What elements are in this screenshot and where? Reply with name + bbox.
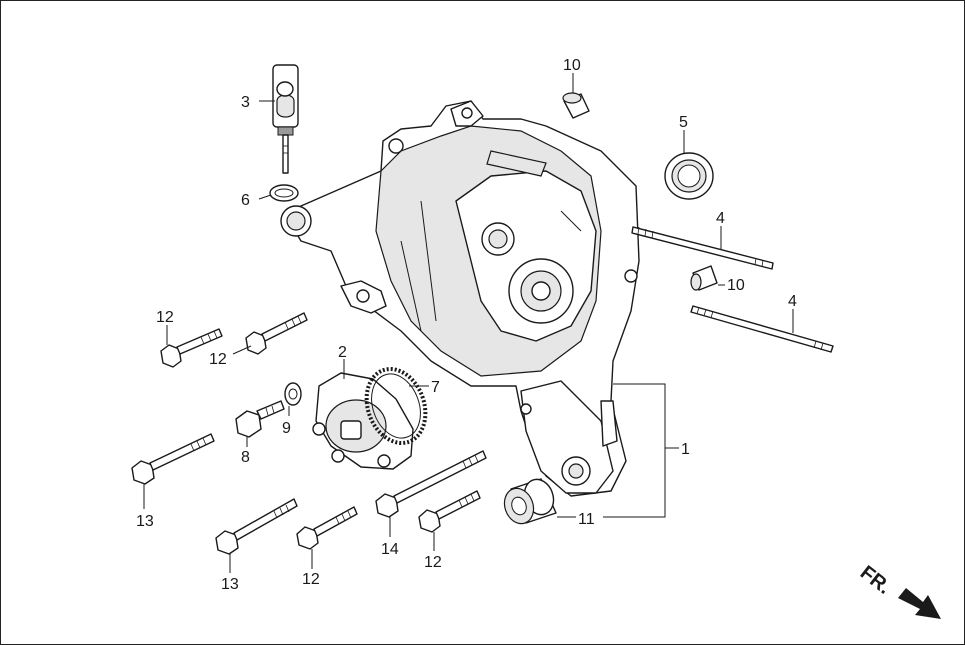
label-12-top-left: 12 (156, 309, 174, 326)
label-5: 5 (679, 114, 688, 131)
oil-seal (664, 152, 714, 200)
flange-bolt-12-bottom-right (418, 490, 481, 533)
dowel-pin-upper (562, 92, 590, 119)
label-4-lower: 4 (788, 293, 797, 310)
o-ring-part (269, 184, 299, 202)
cover-gasket (364, 367, 428, 445)
label-9: 9 (282, 420, 291, 437)
front-label: FR. (856, 562, 895, 599)
label-12-mid: 12 (209, 351, 227, 368)
label-10-lower: 10 (727, 277, 745, 294)
label-6: 6 (241, 192, 250, 209)
label-10-upper: 10 (563, 57, 581, 74)
ball-bearing (503, 478, 557, 525)
label-2: 2 (338, 344, 347, 361)
label-3: 3 (241, 94, 250, 111)
drain-bolt (235, 400, 285, 438)
stud-bolt-upper (631, 226, 774, 270)
label-13-bottom: 13 (221, 576, 239, 593)
front-direction-indicator: FR. (856, 562, 941, 619)
water-pump-cover (312, 372, 414, 470)
label-1: 1 (681, 441, 690, 458)
label-14: 14 (381, 541, 399, 558)
label-4-upper: 4 (716, 210, 725, 227)
flange-bolt-13-left (131, 433, 215, 485)
label-12-bottom-right: 12 (424, 554, 442, 571)
label-8: 8 (241, 449, 250, 466)
label-13-left: 13 (136, 513, 154, 530)
dowel-pin-lower (690, 265, 718, 291)
crankcase-cover (285, 100, 640, 497)
oil-dipstick (272, 64, 299, 174)
sealing-washer (284, 382, 302, 406)
label-11: 11 (578, 511, 595, 528)
flange-bolt-12-top-left (160, 328, 223, 368)
leader-lines (143, 73, 794, 573)
flange-bolt-12-bottom-mid (296, 506, 358, 550)
front-arrow-icon (898, 588, 941, 619)
flange-bolt-14 (375, 450, 487, 518)
stud-bolt-lower (690, 305, 834, 353)
flange-bolt-13-bottom (215, 498, 298, 555)
label-7: 7 (431, 379, 440, 396)
label-12-bottom-mid: 12 (302, 571, 320, 588)
callout-labels: 1 2 3 4 4 5 6 7 8 9 10 10 11 12 12 12 12… (136, 57, 797, 593)
flange-bolt-12-mid (245, 312, 308, 355)
oil-filler-hole (280, 205, 312, 237)
